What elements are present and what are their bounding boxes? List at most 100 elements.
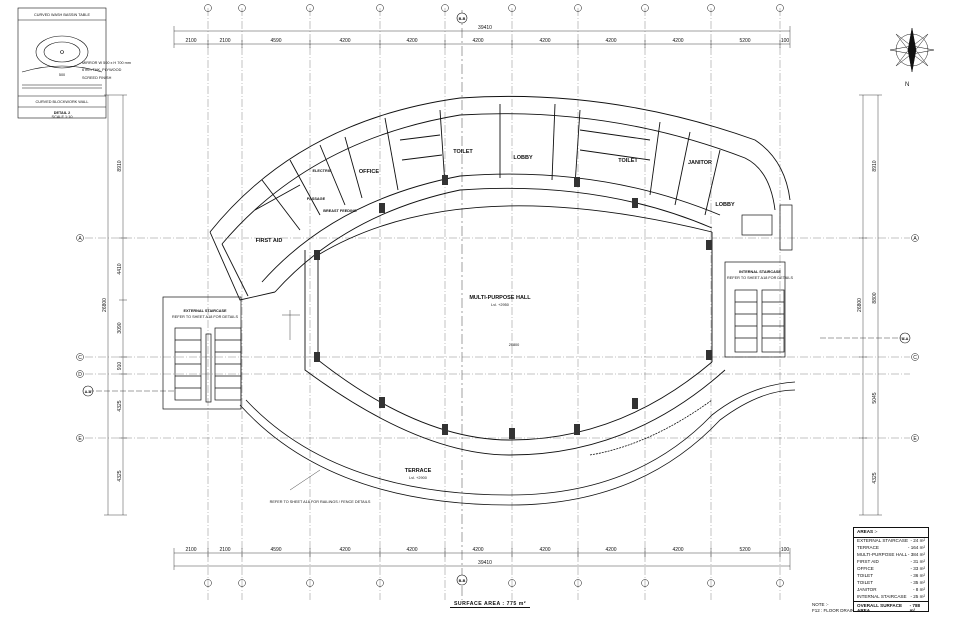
top-dimension-texts: 2100 2100 4590 4200 4200 4200 4200 4200 … xyxy=(185,38,789,44)
detail-note-1: MIRROR W 500 x H 700 mm xyxy=(82,61,131,65)
areas-row-value: - 8 m² xyxy=(913,586,925,592)
areas-row-value: - 31 m² xyxy=(910,558,925,564)
internal-staircase xyxy=(724,204,793,358)
dim-bottom-1: 2100 xyxy=(219,547,230,553)
right-dimension-texts: 8910 8800 5045 4325 26800 xyxy=(857,160,878,483)
room-ext-stair: EXTERNAL STAIRCASE xyxy=(183,309,227,313)
areas-row: TOILET- 35 m² xyxy=(854,579,928,586)
areas-row-value: - 36 m² xyxy=(910,572,925,578)
terrace-outline xyxy=(239,381,796,506)
areas-row-value: - 25 m² xyxy=(910,593,925,599)
areas-row: MULTI-PURPOSE HALL- 384 m² xyxy=(854,552,928,559)
areas-row-value: - 164 m² xyxy=(907,544,925,550)
room-electric: ELECTRIC xyxy=(313,169,332,173)
room-first-aid: FIRST AID xyxy=(256,238,283,244)
room-int-stair: INTERNAL STAIRCASE xyxy=(739,270,781,274)
external-staircase xyxy=(162,296,242,410)
detail-2-box xyxy=(17,7,107,119)
dim-bottom-4: 4200 xyxy=(406,547,417,553)
room-int-stair-ref: REFER TO SHEET A18 FOR DETAILS xyxy=(727,276,793,280)
areas-total-label: OVERALL SURFACE AREA xyxy=(857,603,903,613)
dimension-lines-bottom xyxy=(173,548,791,570)
compass-north: N xyxy=(905,82,909,88)
areas-row: TERRACE - 164 m² xyxy=(854,545,928,552)
note-text: F12 : FLOOR DRAIN xyxy=(812,607,855,613)
room-toilet-right: TOILET xyxy=(618,158,638,164)
areas-row: TOILET- 36 m² xyxy=(854,572,928,579)
hall-span-dim: 26800 xyxy=(509,343,520,347)
areas-row: FIRST AID - 31 m² xyxy=(854,559,928,566)
section-tag-top: B-B xyxy=(459,17,466,21)
vertical-grid-lines xyxy=(207,8,781,600)
areas-row-value: - 24 m² xyxy=(910,537,925,543)
left-dimension-texts: 8910 4410 3090 910 4325 4325 26800 xyxy=(102,160,123,481)
grid-letter-c-left: D xyxy=(78,372,82,378)
section-markers xyxy=(82,10,911,600)
dimension-lines-left xyxy=(104,94,127,516)
dim-top-3: 4200 xyxy=(339,38,350,44)
grid-bubbles-bottom xyxy=(204,579,784,587)
areas-row: OFFICE - 33 m² xyxy=(854,565,928,572)
section-tag-left: A-A xyxy=(85,390,92,394)
horizontal-grid-lines xyxy=(85,237,910,439)
dim-left-0: 8910 xyxy=(117,160,123,171)
areas-row-label: INTERNAL STAIRCASE xyxy=(857,593,907,599)
section-tag-bottom: B-B xyxy=(459,579,466,583)
dim-top-2: 4590 xyxy=(270,38,281,44)
grid-row-letters: A C D E A C E xyxy=(78,236,917,442)
dim-right-total: 26800 xyxy=(857,298,863,312)
dim-bottom-2: 4590 xyxy=(270,547,281,553)
areas-row-value: - 33 m² xyxy=(910,565,925,571)
grid-bubbles-top xyxy=(204,4,784,12)
north-arrow xyxy=(889,27,935,73)
areas-title: AREAS :- xyxy=(854,528,928,538)
dim-left-total: 26800 xyxy=(102,298,108,312)
areas-row-label: OFFICE xyxy=(857,565,874,571)
dim-top-6: 4200 xyxy=(539,38,550,44)
railing-leader xyxy=(282,310,321,491)
upper-wing-walls xyxy=(209,95,791,293)
overall-dim-bottom: 39410 xyxy=(478,560,492,566)
areas-row-label: FIRST AID xyxy=(857,558,879,564)
dim-bottom-7: 4200 xyxy=(605,547,616,553)
areas-row: EXTERNAL STAIRCASE- 24 m² xyxy=(854,538,928,545)
room-janitor: JANITOR xyxy=(688,160,712,166)
detail-bottom-label: CURVED BLOCKWORK WALL xyxy=(36,100,89,104)
first-aid-wing xyxy=(209,231,276,301)
grid-letter-e-right: E xyxy=(913,436,917,442)
dim-bottom-9: 5200 xyxy=(739,547,750,553)
dim-right-0: 8910 xyxy=(872,160,878,171)
room-passage: PASSAGE xyxy=(307,197,326,201)
room-breast-feeding: BREAST FEEDING xyxy=(323,209,357,213)
dim-bottom-6: 4200 xyxy=(539,547,550,553)
hall-outline xyxy=(304,205,726,456)
dim-top-1: 2100 xyxy=(219,38,230,44)
surface-area-label: SURFACE AREA : 775 m² xyxy=(450,601,530,608)
dimension-lines-right xyxy=(859,94,882,516)
dim-top-7: 4200 xyxy=(605,38,616,44)
room-lobby-center: LOBBY xyxy=(513,155,533,161)
dim-left-3: 910 xyxy=(117,362,123,371)
grid-letter-b-left: C xyxy=(78,355,82,361)
areas-row-label: JANITOR xyxy=(857,586,877,592)
room-terrace: TERRACE xyxy=(405,468,432,474)
grid-letter-a-right: A xyxy=(913,236,917,242)
grid-letter-e-left: E xyxy=(78,436,82,442)
railing-note: REFER TO SHEET A18 FOR RAILINGS / FENCE … xyxy=(270,500,371,504)
detail-dim: 500 xyxy=(59,73,65,77)
drawing-texts: CURVED WASH BASSIN TABLE MIRROR W 500 x … xyxy=(34,13,917,583)
section-tag-right: A-A xyxy=(902,337,909,341)
drawing-note: NOTE :- F12 : FLOOR DRAIN xyxy=(812,602,854,613)
room-toilet-left: TOILET xyxy=(453,149,473,155)
areas-row-label: TOILET xyxy=(857,579,873,585)
areas-row-label: TERRACE xyxy=(857,544,879,550)
dim-top-10: 100 xyxy=(781,38,790,44)
dim-bottom-0: 2100 xyxy=(185,547,196,553)
areas-schedule: AREAS :- EXTERNAL STAIRCASE- 24 m² TERRA… xyxy=(853,527,929,613)
room-terrace-level: Lvl. +2900 xyxy=(409,476,427,480)
grid-letter-a-left: A xyxy=(78,236,82,242)
dim-top-9: 5200 xyxy=(739,38,750,44)
room-ext-stair-ref: REFER TO SHEET A18 FOR DETAILS xyxy=(172,315,238,319)
dim-left-4: 4325 xyxy=(117,400,123,411)
